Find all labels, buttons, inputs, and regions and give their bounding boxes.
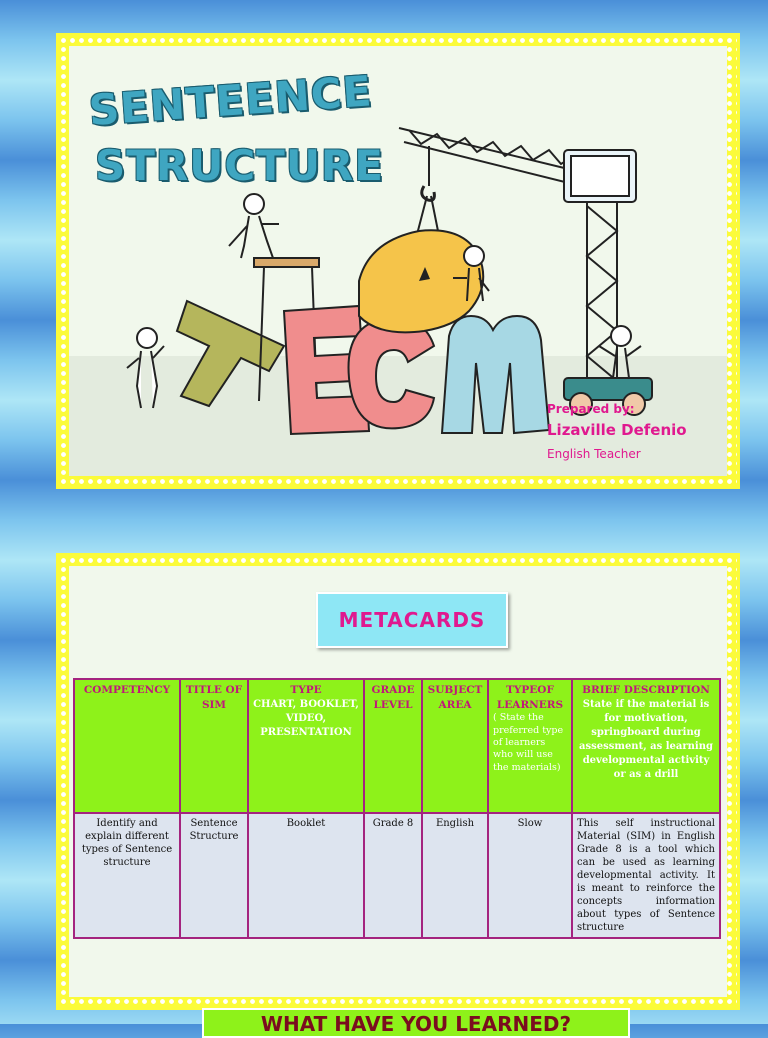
what-have-you-learned-heading: WHAT HAVE YOU LEARNED?	[202, 1008, 630, 1038]
author-name: Lizaville Defenio	[547, 421, 687, 439]
cell-title-of-sim: Sentence Structure	[179, 812, 249, 939]
worker-figures-icon	[126, 193, 642, 409]
letter-m-icon	[440, 314, 551, 435]
prepared-by-label: Prepared by:	[547, 402, 635, 416]
cell-type-of-learners: Slow	[487, 812, 573, 939]
letter-t-icon	[175, 299, 286, 408]
cell-brief-description: This self instructional Material (SIM) i…	[571, 812, 721, 939]
header-type-of-learners: TYPEOF LEARNERS( State the preferred typ…	[487, 678, 573, 814]
letter-c-icon	[347, 316, 436, 430]
header-competency: COMPETENCY	[73, 678, 181, 814]
crane-icon	[398, 127, 653, 416]
title-slide: SENTEENCE STRUCTURE	[56, 33, 740, 489]
cell-competency: Identify and explain different types of …	[73, 812, 181, 939]
header-subject-area: SUBJECT AREA	[421, 678, 489, 814]
cell-type: Booklet	[247, 812, 365, 939]
metacards-heading: METACARDS	[316, 592, 508, 648]
table-row: Identify and explain different types of …	[73, 812, 721, 939]
cell-subject-area: English	[421, 812, 489, 939]
letter-a-icon	[358, 229, 485, 334]
cell-grade-level: Grade 8	[363, 812, 423, 939]
header-grade-level: GRADE LEVEL	[363, 678, 423, 814]
header-title-of-sim: TITLE OF SIM	[179, 678, 249, 814]
team-crane-illustration	[126, 127, 653, 436]
title-slide-content: SENTEENCE STRUCTURE	[69, 46, 727, 476]
title-line-2: STRUCTURE	[95, 141, 384, 190]
author-role: English Teacher	[547, 447, 641, 461]
